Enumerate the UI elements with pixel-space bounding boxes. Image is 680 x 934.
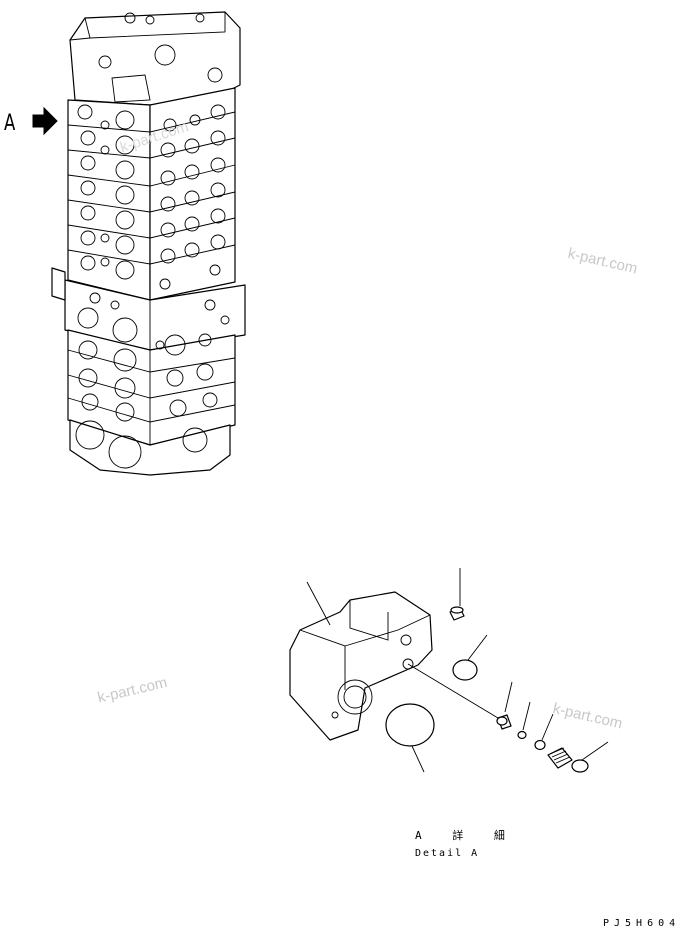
view-label: A (4, 111, 16, 136)
arrow-right-icon (32, 106, 58, 136)
orifice-plug (496, 714, 512, 730)
large-o-ring (385, 703, 435, 747)
detail-a-section-body (289, 591, 433, 741)
leader-lines (306, 568, 609, 773)
small-o-ring (452, 659, 478, 681)
valve-bottom-block (69, 419, 231, 476)
cap-o-ring (571, 759, 589, 773)
control-valve-assembly (51, 11, 246, 476)
plug (449, 606, 465, 621)
detail-caption-english: Detail A (415, 848, 480, 859)
tiny-o-ring (517, 730, 527, 740)
seat-ring (534, 739, 546, 751)
spring (547, 747, 573, 769)
detail-caption-japanese: A 詳 細 (415, 829, 517, 842)
valve-section-stack (67, 99, 151, 301)
figure-code: PJ5H604 (603, 918, 680, 929)
valve-top-cover (69, 11, 241, 106)
